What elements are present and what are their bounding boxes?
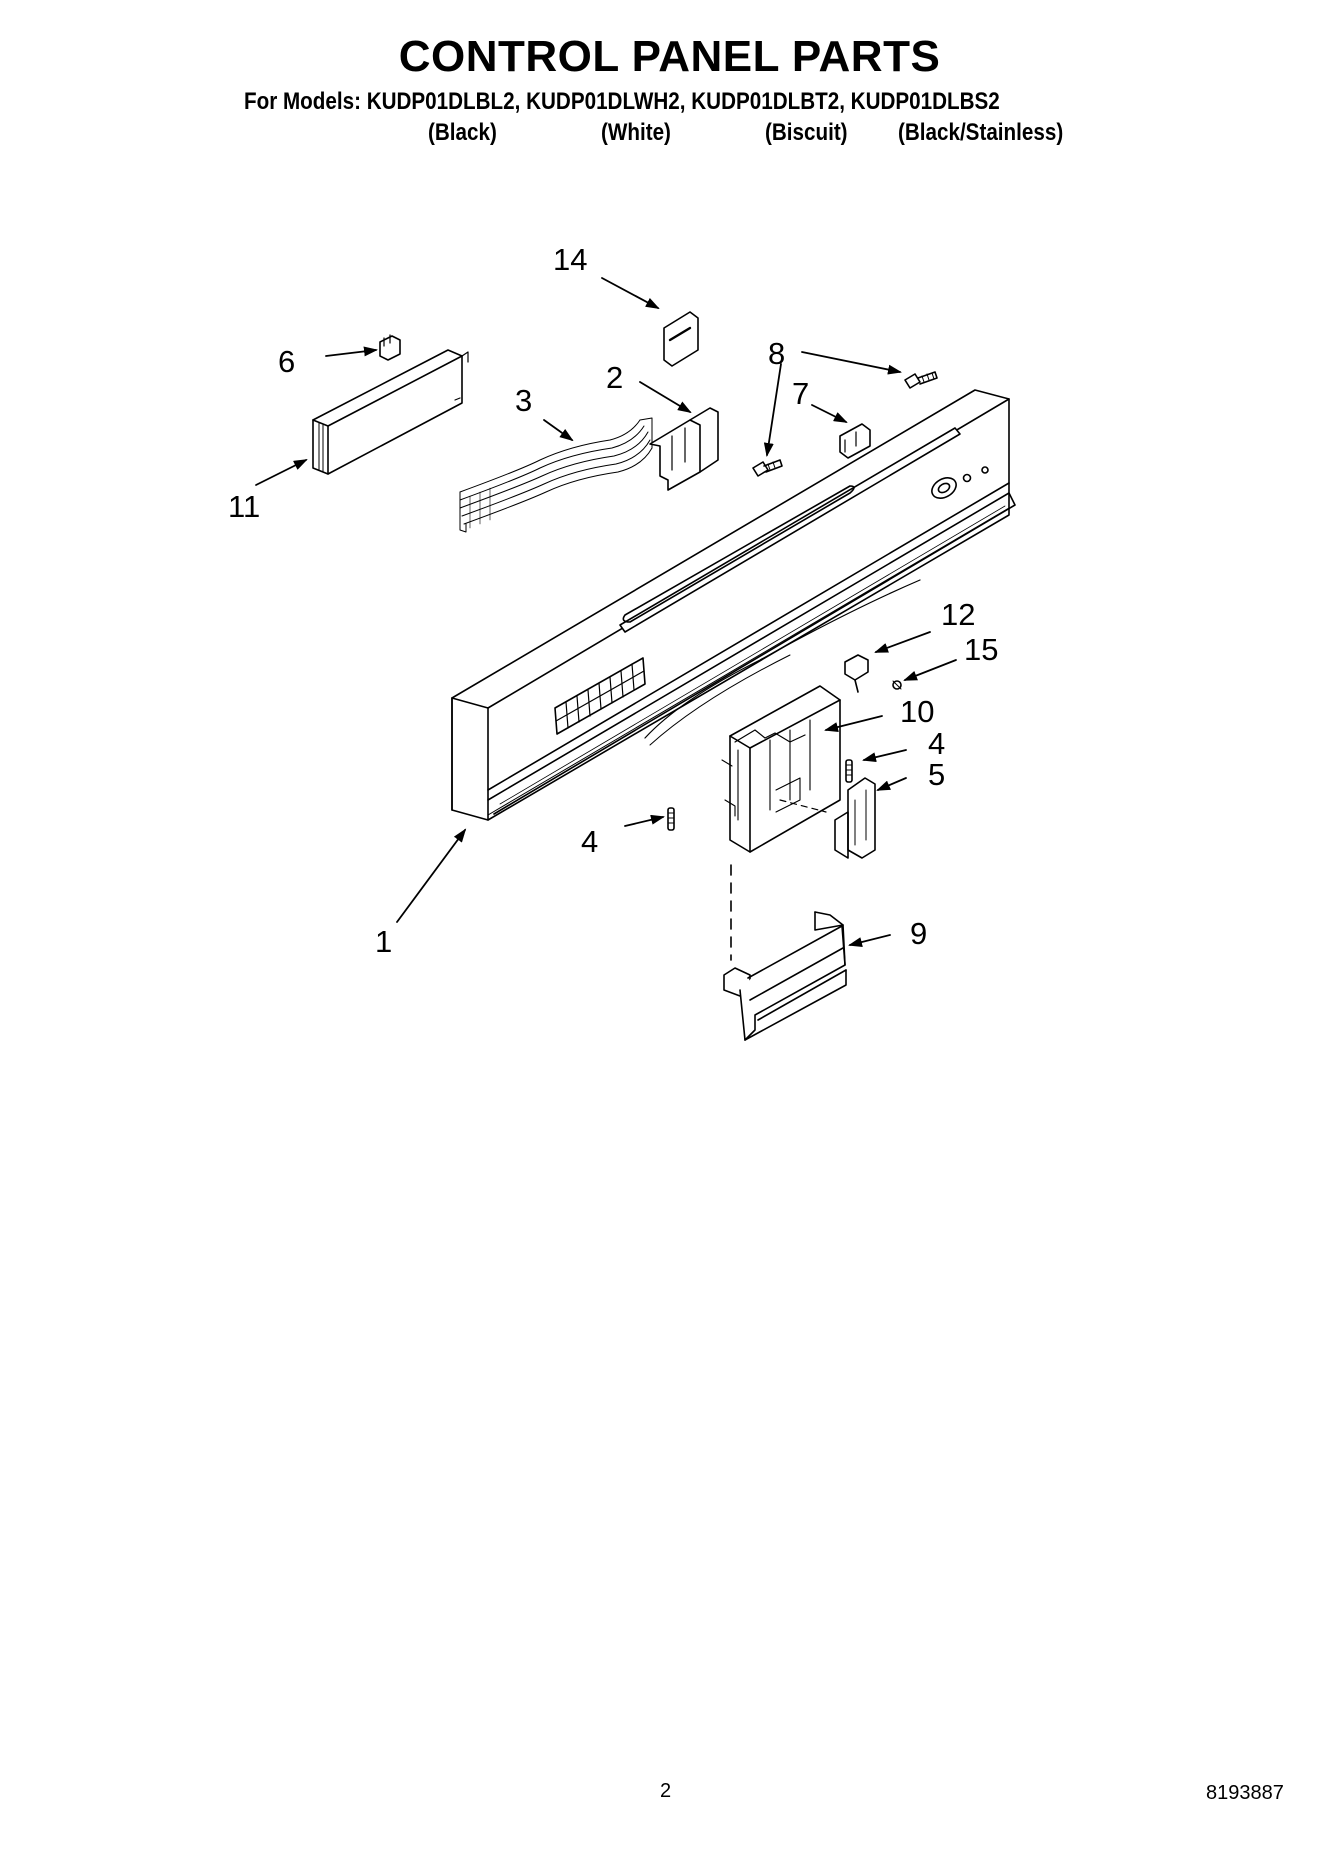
screw-top	[904, 371, 938, 389]
callout-14: 14	[553, 242, 588, 277]
page-title: CONTROL PANEL PARTS	[398, 32, 941, 81]
spring-left	[667, 807, 675, 831]
callout-4-right: 4	[928, 726, 946, 761]
latch-lever	[834, 777, 876, 859]
screw-part-15	[892, 680, 902, 690]
callout-8: 8	[768, 336, 786, 371]
callout-10: 10	[900, 694, 935, 729]
variant-biscuit: (Biscuit)	[765, 119, 848, 146]
variant-black-stainless: (Black/Stainless)	[898, 119, 1064, 146]
leader-arrows	[255, 277, 957, 947]
button-grid	[554, 657, 646, 735]
page-number: 2	[660, 1780, 672, 1802]
models-line: For Models: KUDP01DLBL2, KUDP01DLWH2, KU…	[244, 88, 1000, 115]
callout-6: 6	[278, 344, 296, 379]
clip-part-7	[839, 423, 871, 459]
callout-12: 12	[941, 597, 976, 632]
bracket	[649, 407, 719, 491]
connector-clip	[379, 334, 401, 361]
callout-9: 9	[910, 916, 928, 951]
electronic-control-box	[312, 349, 469, 475]
variant-white: (White)	[601, 119, 671, 146]
document-number: 8193887	[1206, 1782, 1284, 1804]
switch-part-12	[844, 654, 869, 693]
latch-housing	[721, 685, 841, 853]
variant-black: (Black)	[428, 119, 497, 146]
callout-1: 1	[375, 924, 393, 959]
ribbon-cable	[459, 417, 653, 533]
callout-3: 3	[515, 383, 533, 418]
callout-7: 7	[792, 376, 810, 411]
callout-2: 2	[606, 360, 624, 395]
callout-15: 15	[964, 632, 999, 667]
spring-right	[845, 759, 853, 783]
light-pipe-lens	[663, 311, 699, 367]
screw-lower	[752, 459, 783, 477]
callout-4-left: 4	[581, 824, 599, 859]
callout-5: 5	[928, 757, 946, 792]
strike-bracket	[723, 911, 847, 1041]
control-panel-console	[451, 389, 1016, 821]
callout-11: 11	[228, 489, 261, 524]
